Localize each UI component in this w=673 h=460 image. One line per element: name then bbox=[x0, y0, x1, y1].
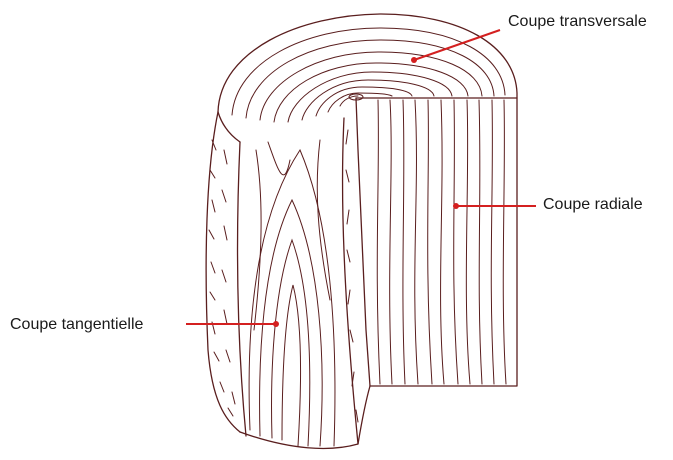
radial-face bbox=[356, 98, 517, 386]
label-coupe-transversale: Coupe transversale bbox=[508, 13, 647, 31]
transverse-face bbox=[218, 14, 517, 142]
label-coupe-radiale: Coupe radiale bbox=[543, 196, 643, 214]
tangential-face bbox=[206, 112, 370, 448]
label-coupe-tangentielle: Coupe tangentielle bbox=[10, 316, 143, 334]
leader-tangentielle bbox=[186, 321, 279, 327]
leader-radiale bbox=[453, 203, 536, 209]
